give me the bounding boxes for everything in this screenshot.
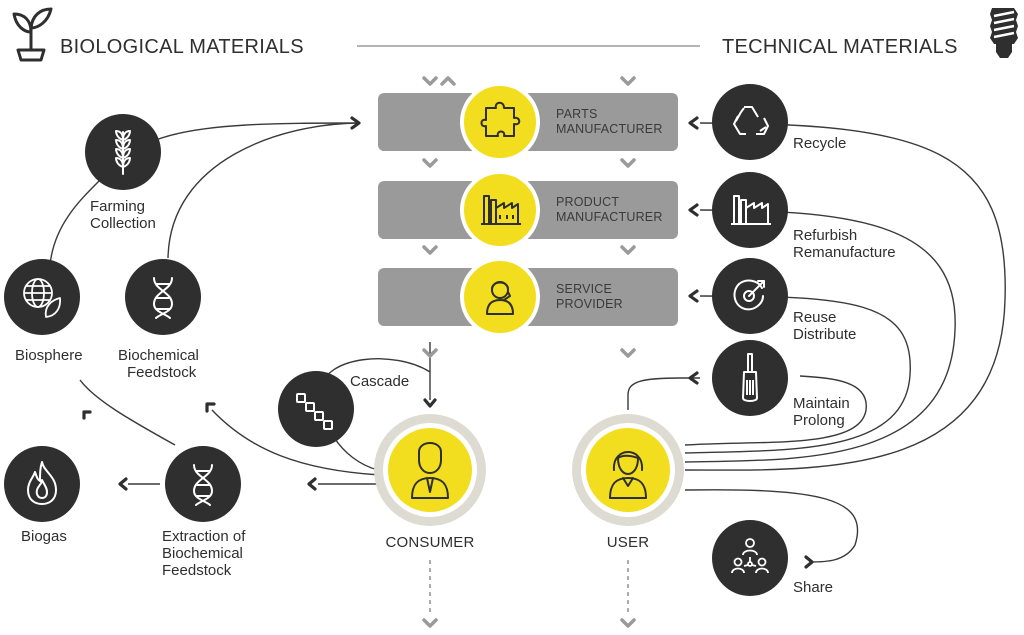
node-farming: Farming Collection <box>85 114 161 232</box>
node-biogas: Biogas <box>4 446 80 545</box>
node-label: Biogas <box>21 528 67 545</box>
stage-chevrons <box>422 76 636 628</box>
node-biosphere: Biosphere <box>4 259 83 364</box>
stage-product-manufacturer: PRODUCT MANUFACTURER <box>378 170 678 250</box>
stage-label-line2: MANUFACTURER <box>556 122 663 136</box>
flow-arrowheads <box>82 116 814 569</box>
biological-materials-title: BIOLOGICAL MATERIALS <box>60 36 304 58</box>
sprout-icon <box>12 7 53 62</box>
flame-icon <box>27 461 57 505</box>
loop-reuse: Reuse Distribute <box>712 258 856 343</box>
loop-label-line1: Reuse <box>793 309 836 326</box>
loop-label: Recycle <box>793 135 846 152</box>
cascade-squares-icon <box>296 393 333 430</box>
technical-materials-title: TECHNICAL MATERIALS <box>722 36 958 58</box>
consumer-label: CONSUMER <box>385 534 474 551</box>
stage-label-line1: PRODUCT <box>556 195 619 209</box>
node-label-line2: Feedstock <box>127 364 197 381</box>
light-bulb-icon <box>990 8 1018 58</box>
stage-label-line1: SERVICE <box>556 282 612 296</box>
loop-label-line1: Maintain <box>793 395 850 412</box>
node-label: Biosphere <box>15 347 83 364</box>
loop-refurbish: Refurbish Remanufacture <box>712 172 896 261</box>
consumer-node: CONSUMER <box>374 414 486 551</box>
dna-icon <box>192 464 214 506</box>
user-person-icon <box>609 451 647 499</box>
stage-label-line1: PARTS <box>556 107 598 121</box>
stage-parts-manufacturer: PARTS MANUFACTURER <box>378 82 678 162</box>
user-label: USER <box>607 534 649 551</box>
recycle-icon <box>733 106 769 135</box>
loop-maintain: Maintain Prolong <box>712 340 850 429</box>
header: BIOLOGICAL MATERIALS TECHNICAL MATERIALS <box>12 7 1018 62</box>
consumer-person-icon <box>411 442 449 499</box>
factory-icon <box>731 195 771 225</box>
stage-label-line2: MANUFACTURER <box>556 210 663 224</box>
loop-label-line1: Refurbish <box>793 227 857 244</box>
node-label-line1: Extraction of <box>162 528 246 545</box>
node-label-line2: Collection <box>90 215 156 232</box>
reuse-arrow-icon <box>733 279 765 311</box>
factory-icon <box>481 195 521 225</box>
loop-label-line2: Distribute <box>793 326 856 343</box>
loop-label: Share <box>793 579 833 596</box>
user-node: USER <box>572 414 684 551</box>
node-label-line1: Farming <box>90 198 145 215</box>
wheat-icon <box>115 130 131 175</box>
service-person-icon <box>486 281 514 315</box>
loop-label-line2: Prolong <box>793 412 845 429</box>
people-network-icon <box>731 538 769 574</box>
node-label-line1: Biochemical <box>118 347 199 364</box>
stage-service-provider: SERVICE PROVIDER <box>378 257 678 337</box>
stage-label-line2: PROVIDER <box>556 297 623 311</box>
screwdriver-icon <box>742 353 758 402</box>
node-label-line3: Feedstock <box>162 562 232 579</box>
globe-leaf-icon <box>23 278 61 318</box>
loop-recycle: Recycle <box>712 84 846 160</box>
node-label: Cascade <box>350 373 409 390</box>
node-cascade: Cascade <box>278 371 409 447</box>
puzzle-icon <box>480 101 521 137</box>
loop-label-line2: Remanufacture <box>793 244 896 261</box>
flow-lines <box>49 122 1006 615</box>
node-label-line2: Biochemical <box>162 545 243 562</box>
loop-share: Share <box>712 520 833 596</box>
dna-icon <box>152 277 174 319</box>
node-biochemical: Biochemical Feedstock <box>118 259 201 381</box>
node-extraction: Extraction of Biochemical Feedstock <box>162 446 246 579</box>
